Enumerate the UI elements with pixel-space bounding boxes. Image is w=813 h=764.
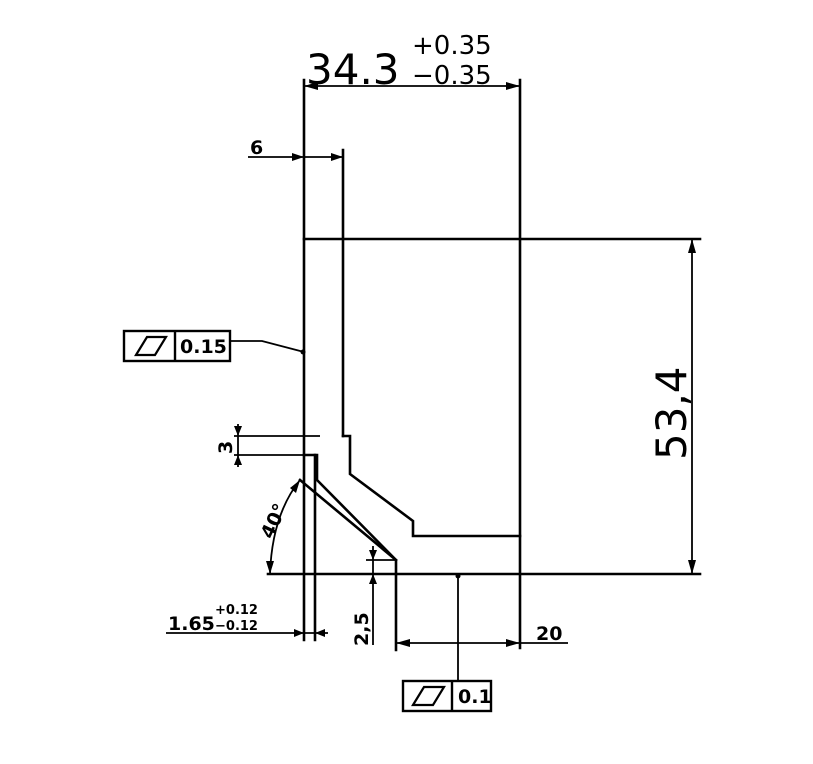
width-upper-tol-label: +0.35 [412,31,492,61]
flatness-frame-bottom: 0.1 [401,573,493,713]
arrow-head [292,153,304,161]
arrow-head [266,561,274,574]
arrow-head [234,455,242,465]
gap-lower-tol-label: −0.12 [215,619,258,634]
arrow-head [234,426,242,436]
arrow-head [331,153,343,161]
flatness-icon [411,685,446,707]
flatness-icon [134,335,168,357]
gap-upper-tol-label: +0.12 [215,603,258,618]
flatness-bottom-value: 0.1 [458,686,492,708]
arrow-head [315,629,325,637]
gap-dimension: 1.65 +0.12 −0.12 [166,603,328,637]
height-dimension: 53,4 [647,239,696,574]
leader-line [230,340,305,353]
base-length-label: 20 [536,623,562,645]
leader-dot [455,573,461,579]
inner-step-profile [341,434,522,538]
step-height-label: 3 [215,441,237,454]
lip-depth-dimension: 2,5 [351,546,396,646]
angle-dimension: 40° [257,479,301,575]
chamfer-angle-label: 40° [257,500,292,542]
part-outline [266,78,702,652]
base-length-dimension: 20 [396,623,568,647]
lip-depth-label: 2,5 [351,612,373,646]
arrow-head [369,550,377,560]
arrow-head [688,560,696,574]
step-height-dimension: 3 [215,424,320,467]
arrow-head [506,639,520,647]
frame-border [401,679,493,713]
width-nominal-label: 34.3 [306,45,400,94]
wall-thickness-dimension: 6 [248,137,343,161]
arrow-head [304,82,318,90]
arrow-head [294,629,304,637]
width-dimension: 34.3 +0.35 −0.35 [304,31,520,94]
height-label: 53,4 [647,366,696,460]
gap-nominal-label: 1.65 [168,613,215,635]
arrow-head [506,82,520,90]
wall-thickness-label: 6 [250,137,263,159]
width-lower-tol-label: −0.35 [412,61,492,91]
arrow-head [369,574,377,584]
frame-border [122,329,232,363]
arrow-head [290,480,300,493]
flatness-frame-left: 0.15 [122,329,306,363]
leader-dot [300,349,306,355]
flatness-left-value: 0.15 [180,336,227,358]
arrow-head [396,639,410,647]
arrow-head [688,239,696,253]
outer-chamfer-profile [302,453,398,576]
